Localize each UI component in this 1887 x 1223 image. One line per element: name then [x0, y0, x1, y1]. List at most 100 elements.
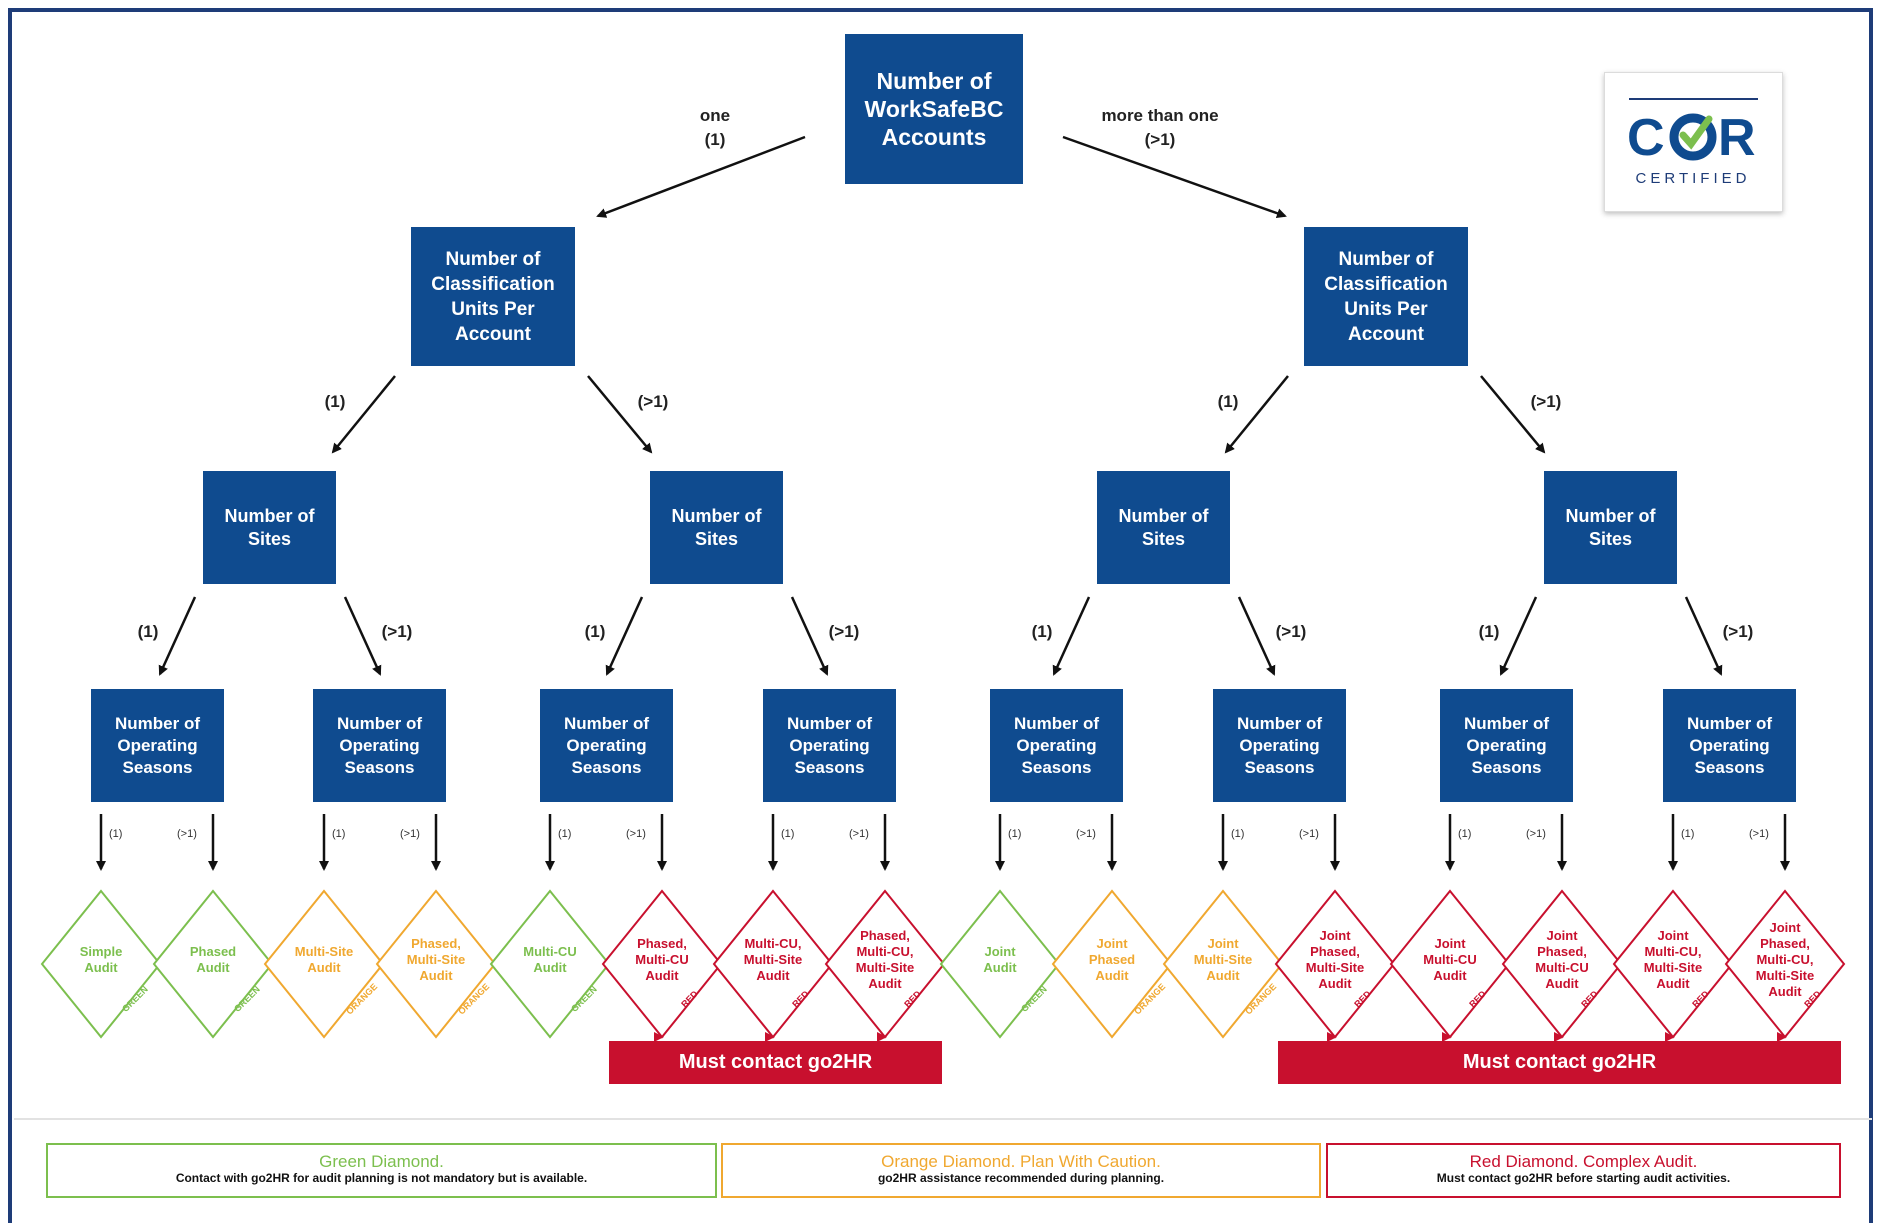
seasons-node: Number of Operating Seasons [91, 689, 224, 802]
cu-edge-label: (>1) [1530, 392, 1562, 411]
diamond-label: Simple Audit [79, 944, 123, 975]
audit-diamond-red [1724, 889, 1846, 1039]
legend-red-title: Red Diamond. Complex Audit. [1469, 1152, 1698, 1171]
season-edge-label: (>1) [1749, 828, 1769, 840]
cor-letter-c: C [1627, 109, 1665, 167]
audit-diamond-orange [263, 889, 385, 1039]
season-edge-label: (1) [1458, 828, 1472, 840]
seasons-node: Number of Operating Seasons [990, 689, 1123, 802]
cu-edge-label: (1) [324, 392, 346, 411]
sites-edge-label: (1) [1478, 622, 1500, 641]
diamond-label: Phased, Multi-Site Audit [406, 936, 466, 983]
season-edge-label: (1) [332, 828, 346, 840]
audit-diamond-green [939, 889, 1061, 1039]
diamond-layer [40, 889, 1846, 1039]
diamond-label: Multi-CU Audit [523, 944, 577, 975]
arrow-sites-one [158, 596, 197, 676]
audit-diamond-orange [1051, 889, 1173, 1039]
season-edge-label: (1) [558, 828, 572, 840]
cu-node-right: Number of Classification Units Per Accou… [1304, 227, 1468, 366]
seasons-node: Number of Operating Seasons [1213, 689, 1346, 802]
audit-diamond-green [489, 889, 611, 1039]
sites-node: Number of Sites [1097, 471, 1230, 584]
diamond-label: Joint Audit [983, 944, 1017, 975]
arrow-cu-more [587, 375, 653, 454]
audit-diamond-green [40, 889, 162, 1039]
checkmark-icon [1679, 115, 1713, 150]
seasons-node: Number of Operating Seasons [540, 689, 673, 802]
legend-orange: Orange Diamond. Plan With Caution. go2HR… [721, 1143, 1321, 1198]
arrow-cu-more [1480, 375, 1546, 454]
cor-certified-logo: C R CERTIFIED [1604, 72, 1783, 212]
seasons-node: Number of Operating Seasons [763, 689, 896, 802]
root-edge-label-more-than-one: more than one (>1) [1101, 106, 1219, 149]
arrow-root-one [596, 135, 806, 218]
diamond-label: Multi-Site Audit [294, 944, 354, 975]
root-node-accounts: Number of WorkSafeBC Accounts [845, 34, 1023, 184]
sites-edge-label: (>1) [828, 622, 860, 641]
page-frame [8, 8, 1873, 1223]
audit-diamond-orange [375, 889, 497, 1039]
legend-red: Red Diamond. Complex Audit. Must contact… [1326, 1143, 1841, 1198]
audit-diamond-green [152, 889, 274, 1039]
arrow-cu-one [1224, 375, 1289, 454]
season-edge-label: (1) [1231, 828, 1245, 840]
cu-edge-label: (>1) [637, 392, 669, 411]
root-edge-label-one: one (1) [699, 106, 731, 149]
seasons-node: Number of Operating Seasons [1440, 689, 1573, 802]
legend-orange-desc: go2HR assistance recommended during plan… [877, 1171, 1165, 1185]
diamond-label: Joint Multi-CU Audit [1423, 936, 1477, 983]
diamond-label: Joint Multi-CU, Multi-Site Audit [1643, 928, 1703, 991]
arrow-sites-more [790, 596, 829, 676]
season-edge-label: (1) [781, 828, 795, 840]
sites-edge-label: (>1) [381, 622, 413, 641]
sites-edge-label: (>1) [1722, 622, 1754, 641]
seasons-node: Number of Operating Seasons [1663, 689, 1796, 802]
legend-green-desc: Contact with go2HR for audit planning is… [175, 1171, 588, 1185]
season-edge-label: (>1) [1299, 828, 1319, 840]
audit-diamond-red [1612, 889, 1734, 1039]
season-edge-label: (>1) [1526, 828, 1546, 840]
diamond-label: Multi-CU, Multi-Site Audit [743, 936, 803, 983]
arrow-root-more [1062, 135, 1287, 219]
diamond-label: Joint Phased, Multi-Site Audit [1305, 928, 1365, 991]
cor-letter-r: R [1718, 109, 1756, 167]
legend-green-title: Green Diamond. [319, 1152, 444, 1171]
cor-logo-graphic: C R CERTIFIED [1627, 98, 1758, 187]
cor-ring-icon [1669, 113, 1717, 161]
season-edge-label: (1) [1681, 828, 1695, 840]
season-edge-label: (>1) [400, 828, 420, 840]
cu-edge-label: (1) [1217, 392, 1239, 411]
sites-node: Number of Sites [1544, 471, 1677, 584]
diamond-label: Joint Phased, Multi-CU Audit [1535, 928, 1589, 991]
season-edge-label: (>1) [177, 828, 197, 840]
arrow-sites-one [1052, 596, 1091, 676]
sites-node: Number of Sites [203, 471, 336, 584]
diamond-label: Joint Phased, Multi-CU, Multi-Site Audit [1755, 920, 1815, 999]
diamond-label: Phased, Multi-CU, Multi-Site Audit [855, 928, 915, 991]
audit-diamond-red [824, 889, 946, 1039]
cu-node-left: Number of Classification Units Per Accou… [411, 227, 575, 366]
season-edge-label: (>1) [626, 828, 646, 840]
diamond-label: Phased Audit [189, 944, 237, 975]
season-edge-label: (1) [1008, 828, 1022, 840]
must-contact-banner-right: Must contact go2HR [1278, 1041, 1841, 1084]
cor-subtitle: CERTIFIED [1636, 170, 1751, 187]
sites-node: Number of Sites [650, 471, 783, 584]
arrow-sites-more [1684, 596, 1723, 676]
legend-green: Green Diamond. Contact with go2HR for au… [46, 1143, 717, 1198]
arrow-sites-one [605, 596, 644, 676]
arrow-sites-more [1237, 596, 1276, 676]
sites-edge-label: (1) [137, 622, 159, 641]
sites-edge-label: (1) [584, 622, 606, 641]
sites-edge-label: (>1) [1275, 622, 1307, 641]
arrow-cu-one [331, 375, 396, 454]
season-edge-label: (>1) [1076, 828, 1096, 840]
season-edge-label: (>1) [849, 828, 869, 840]
diamond-label: Joint Multi-Site Audit [1193, 936, 1253, 983]
legend-separator [14, 1118, 1872, 1120]
sites-edge-label: (1) [1031, 622, 1053, 641]
diamond-label: Joint Phased Audit [1088, 936, 1136, 983]
seasons-node: Number of Operating Seasons [313, 689, 446, 802]
